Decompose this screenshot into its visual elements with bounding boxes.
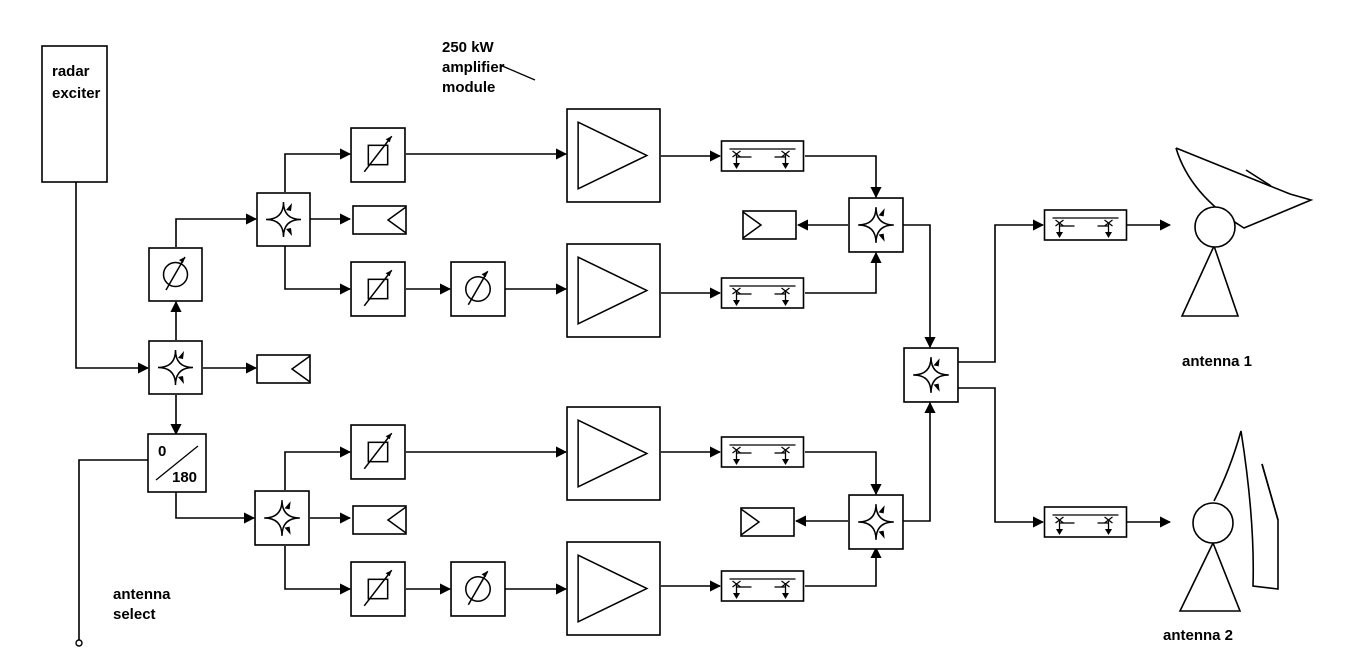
antenna-select-label-line1: antenna (113, 586, 171, 603)
variable-attenuator-4 (350, 561, 406, 617)
upper-combine-hybrid (848, 197, 904, 253)
upper-split-load (352, 205, 407, 235)
antenna-select-terminal[interactable] (75, 639, 83, 647)
input-hybrid-coupler (148, 340, 203, 395)
lower-combine-hybrid (848, 494, 904, 550)
directional-coupler-2 (720, 277, 805, 309)
antenna1-coupler (1043, 209, 1128, 241)
directional-coupler-3 (720, 436, 805, 468)
input-dummy-load (256, 354, 311, 384)
lower-combine-load (740, 507, 795, 537)
lower-split-load (352, 505, 407, 535)
variable-attenuator-2 (350, 261, 406, 317)
amplifier-module-2 (566, 243, 661, 338)
upper-split-hybrid (256, 192, 311, 247)
amplifier-module-3 (566, 406, 661, 501)
antenna-2-dish (1178, 430, 1279, 612)
antenna-1-dish (1175, 147, 1314, 317)
lower-split-hybrid (254, 490, 310, 546)
upper-combine-load (742, 210, 797, 240)
amplifier-callout-line1: 250 kW (442, 39, 495, 56)
variable-attenuator-1 (350, 127, 406, 183)
phase-switch-label-top: 0 (158, 443, 166, 460)
radar-exciter-block: radar exciter (41, 45, 108, 183)
exciter-label-line1: radar (52, 63, 90, 80)
phase-shifter-2 (450, 261, 506, 317)
amplifier-module-4 (566, 541, 661, 636)
variable-attenuator-3 (350, 424, 406, 480)
directional-coupler-1 (720, 140, 805, 172)
amplifier-callout-line2: amplifier (442, 59, 505, 76)
output-hybrid-switch (903, 347, 959, 403)
phase-shifter-4 (450, 561, 506, 617)
signal-lines (75, 64, 1172, 640)
amplifier-module-1 (566, 108, 661, 203)
directional-coupler-4 (720, 570, 805, 602)
input-phase-shifter (148, 247, 203, 302)
antenna2-coupler (1043, 506, 1128, 538)
exciter-label-line2: exciter (52, 85, 101, 102)
antenna-1-label: antenna 1 (1182, 353, 1252, 370)
amplifier-callout-line3: module (442, 79, 495, 96)
antenna-2-label: antenna 2 (1163, 627, 1233, 644)
phase-switch-block: 0 180 (147, 433, 207, 493)
phase-switch-label-bottom: 180 (172, 469, 197, 486)
antenna-select-label-line2: select (113, 606, 156, 623)
